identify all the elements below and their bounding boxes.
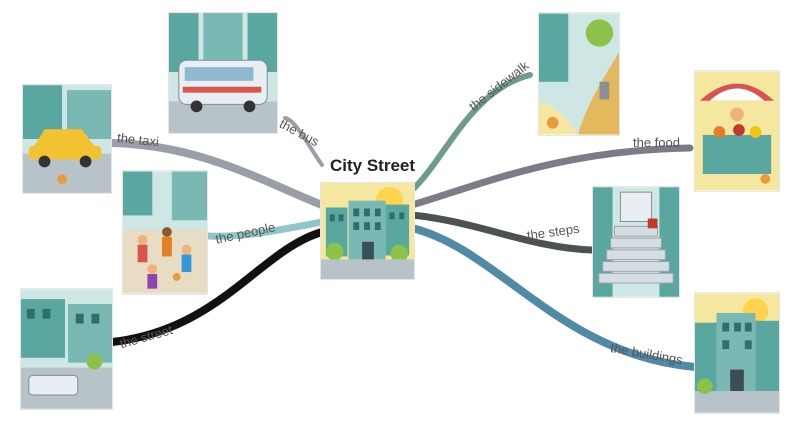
branch-taxi	[108, 139, 326, 209]
sidewalk-image	[538, 12, 620, 136]
buildings-image	[694, 292, 780, 414]
branch-street	[108, 228, 326, 346]
bus-image	[168, 12, 278, 134]
central-title: City Street	[330, 156, 416, 175]
branch-food	[408, 144, 694, 209]
steps-image	[592, 186, 680, 298]
street-image	[20, 288, 113, 410]
label-food: the food	[633, 135, 680, 150]
people-image	[122, 170, 208, 295]
food-image	[694, 70, 780, 192]
branch-buildings	[408, 224, 699, 371]
branch-bus	[283, 116, 324, 167]
taxi-image	[22, 84, 112, 194]
city-street-image	[320, 182, 415, 280]
branch-people	[204, 218, 326, 240]
branch-steps	[408, 211, 596, 254]
branch-sidewalk	[409, 72, 533, 193]
